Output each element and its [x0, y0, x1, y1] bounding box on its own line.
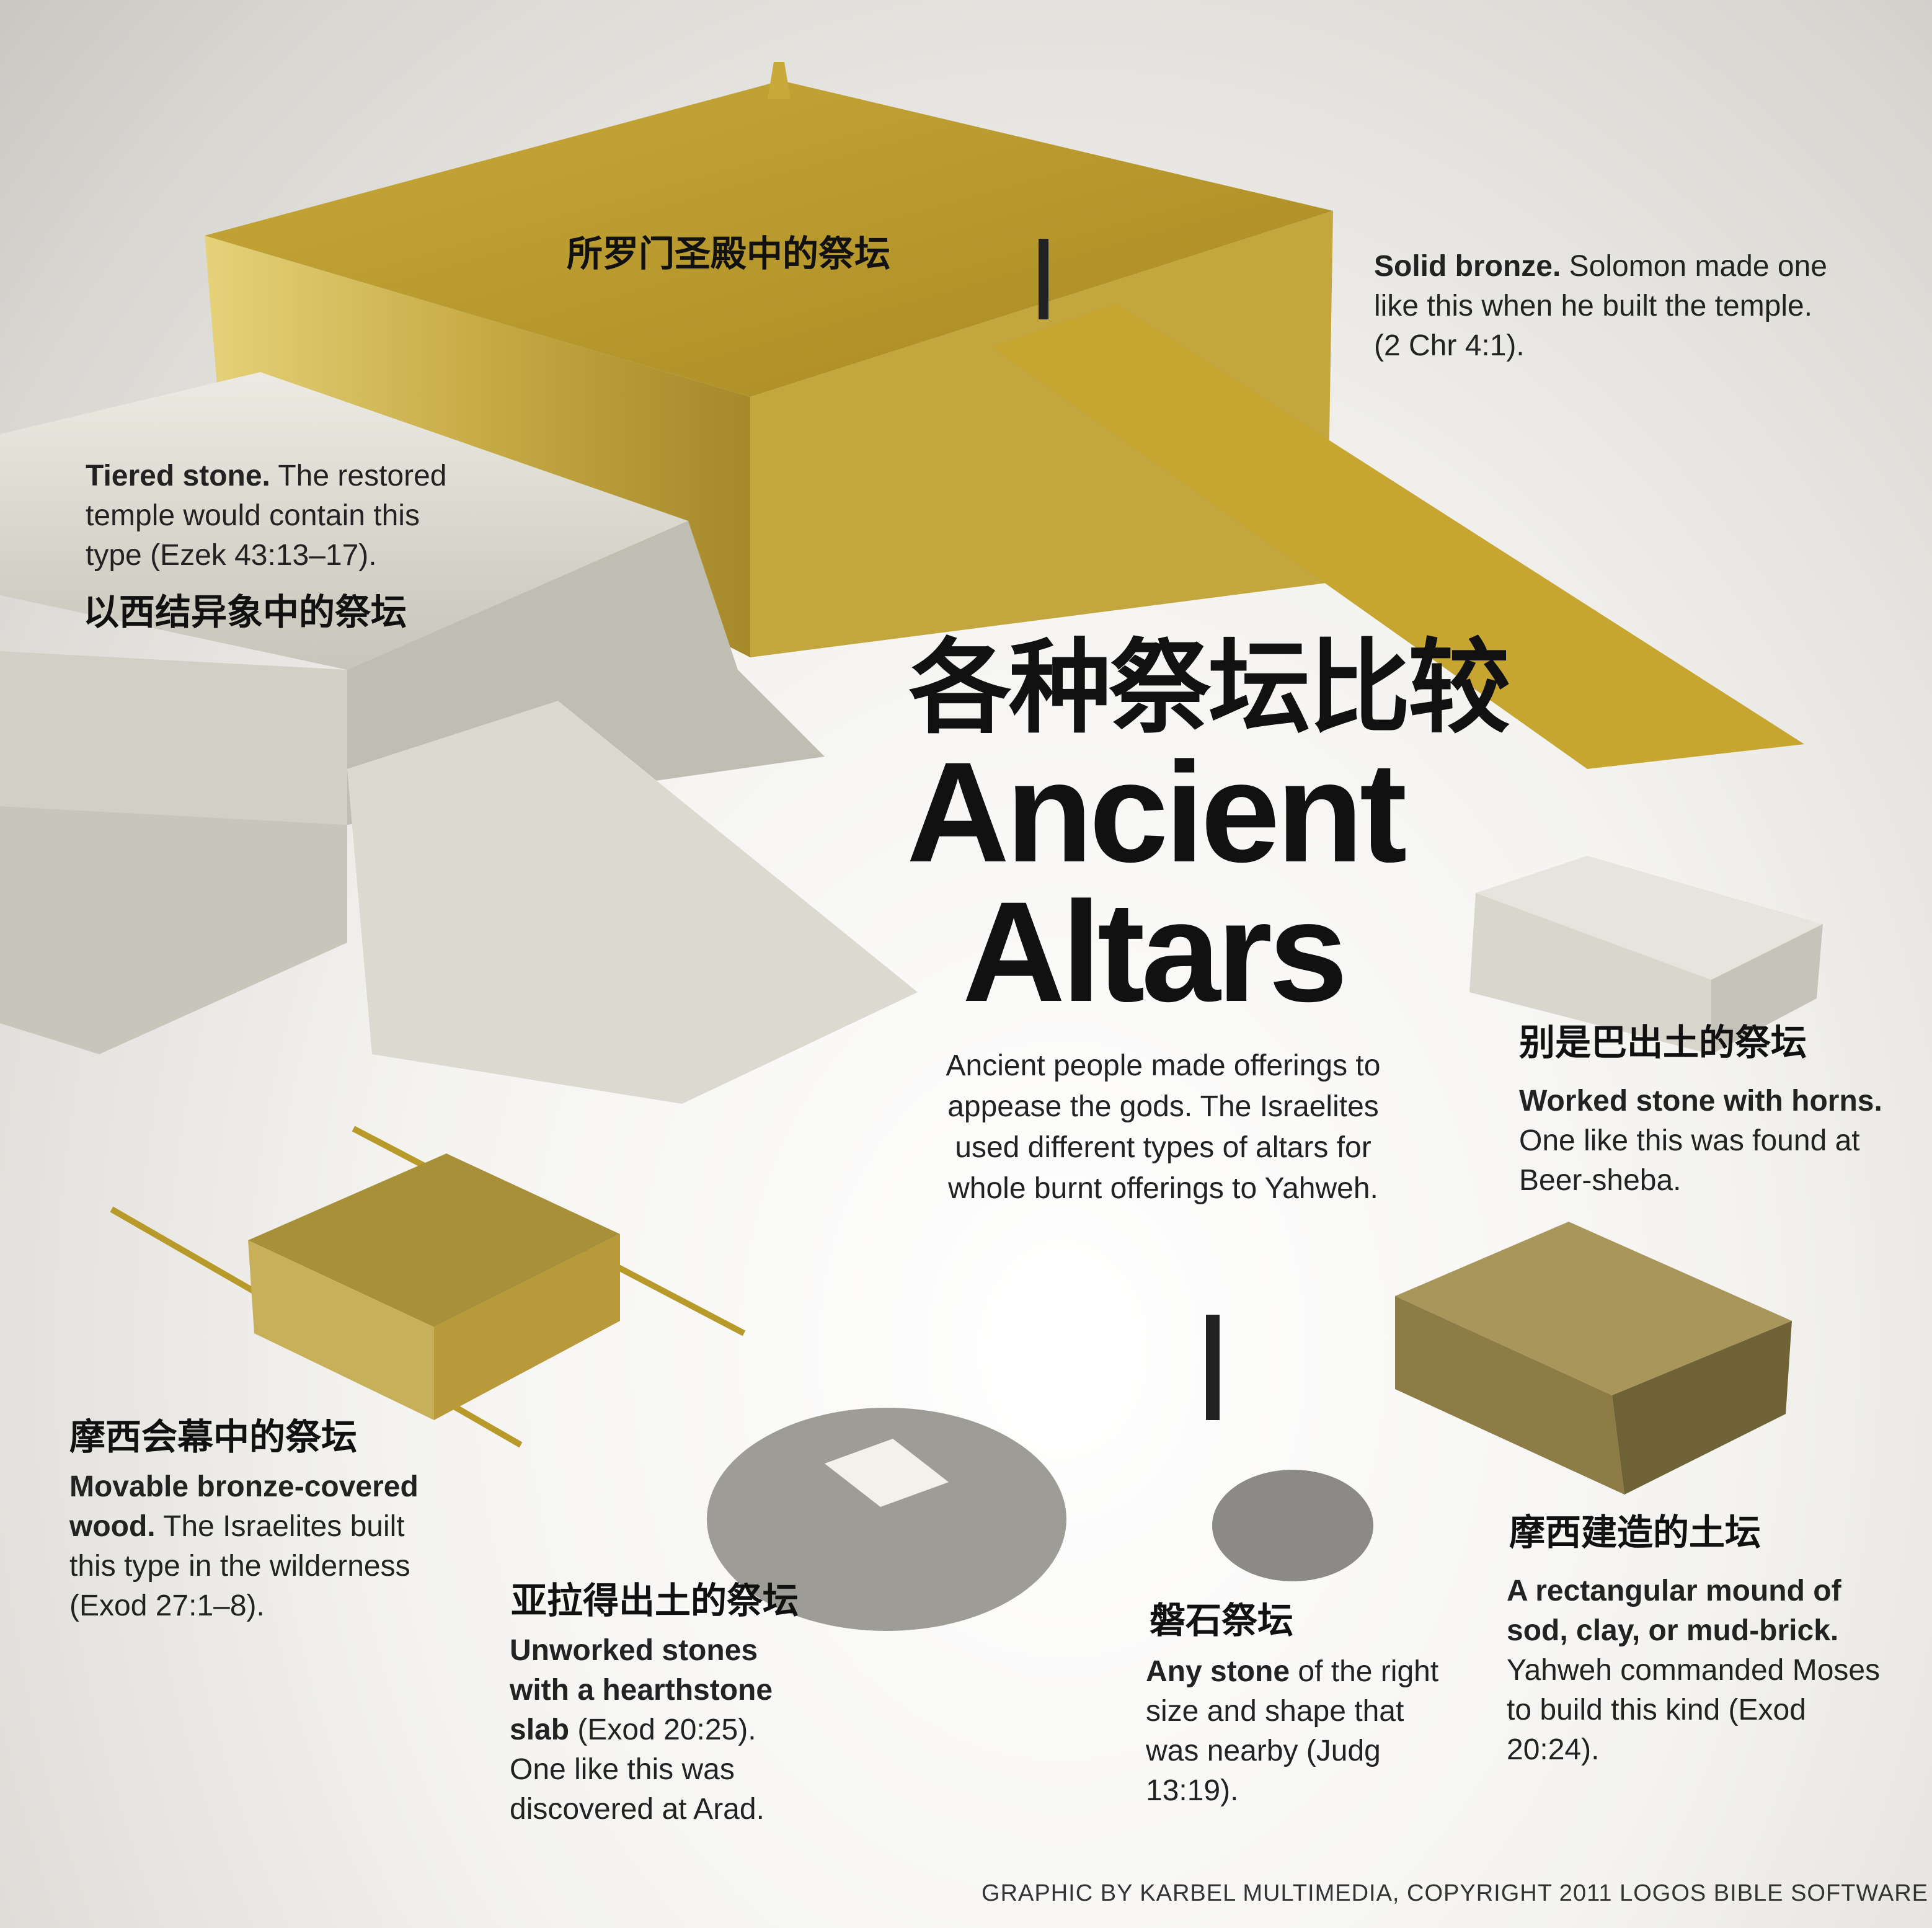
tabernacle-bronze-altar — [110, 1126, 746, 1448]
desc-text: (Exod 20:25). One like this was discover… — [510, 1713, 764, 1826]
tabernacle-altar-heading: 摩西会幕中的祭坛 — [69, 1416, 358, 1458]
desc-bold: Movable bronze-covered wood. — [69, 1470, 419, 1543]
intro-text: Ancient people made offerings to appease… — [946, 1049, 1381, 1205]
ezekiel-altar-description: Tiered stone. The restored temple would … — [86, 456, 482, 575]
desc-text: Yahweh commanded Moses to build this kin… — [1507, 1654, 1881, 1766]
desc-bold: Solid bronze. — [1374, 250, 1561, 283]
arad-altar-description: Unworked stones with a hearthstone slab … — [510, 1631, 807, 1829]
horned-stone-altar — [1469, 856, 1823, 1054]
earth-altar-description: A rectangular mound of sod, clay, or mud… — [1507, 1571, 1891, 1770]
bronze-temple-altar — [205, 62, 1804, 769]
solomon-altar-description: Solid bronze. Solomon made one like this… — [1374, 247, 1845, 366]
desc-text: The Israelites built this type in the wi… — [69, 1510, 410, 1622]
earth-altar — [1395, 1222, 1792, 1495]
beersheba-altar-description: Worked stone with horns. One like this w… — [1519, 1082, 1891, 1201]
arad-altar-heading: 亚拉得出土的祭坛 — [511, 1579, 799, 1622]
rock-altar-description: Any stone of the right size and shape th… — [1146, 1652, 1443, 1811]
earth-altar-heading: 摩西建造的土坛 — [1509, 1511, 1761, 1553]
desc-text: One like this was found at Beer-sheba. — [1519, 1124, 1860, 1197]
rock-altar — [1206, 1315, 1373, 1581]
desc-text: Solomon made one like this when he built… — [1374, 250, 1827, 362]
desc-bold: Tiered stone. — [86, 460, 270, 492]
title-chinese: 各种祭坛比较 — [909, 628, 1510, 747]
desc-bold: Worked stone with horns. — [1519, 1085, 1882, 1117]
unworked-stone-altar — [707, 1408, 1066, 1631]
desc-bold: Unworked stones with a hearthstone slab — [510, 1634, 773, 1746]
credit-line: GRAPHIC BY KARBEL MULTIMEDIA, COPYRIGHT … — [982, 1880, 1928, 1906]
title-altars: Altars — [962, 872, 1348, 1031]
beersheba-altar-heading: 别是巴出土的祭坛 — [1519, 1021, 1807, 1064]
tiered-stone-altar — [0, 372, 918, 1104]
title-ancient: Ancient — [906, 732, 1407, 892]
solomon-altar-heading: 所罗门圣殿中的祭坛 — [567, 233, 891, 275]
rock-altar-heading: 磐石祭坛 — [1150, 1599, 1294, 1641]
ezekiel-altar-heading: 以西结异象中的祭坛 — [83, 591, 407, 633]
desc-text: of the right size and shape that was nea… — [1146, 1655, 1439, 1807]
desc-text: The restored temple would contain this t… — [86, 460, 447, 572]
desc-bold: Any stone — [1146, 1655, 1290, 1688]
desc-bold: A rectangular mound of sod, clay, or mud… — [1507, 1575, 1841, 1647]
tabernacle-altar-description: Movable bronze-covered wood. The Israeli… — [69, 1467, 441, 1626]
